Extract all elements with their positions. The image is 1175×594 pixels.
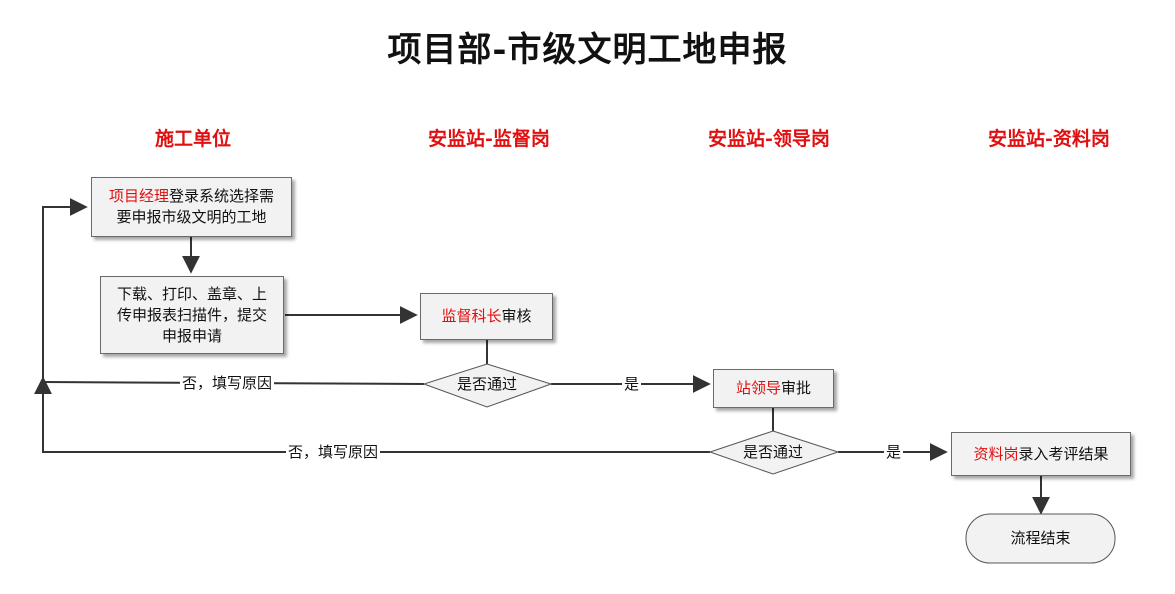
node-download: 下载、打印、盖章、上 传申报表扫描件，提交 申报申请 bbox=[100, 276, 284, 354]
node-login-role: 项目经理 bbox=[108, 187, 169, 205]
node-supervisor-review: 监督科长审核 bbox=[420, 293, 553, 340]
edge-label-accept2: 是 bbox=[884, 443, 904, 461]
node-download-line3: 申报申请 bbox=[161, 326, 222, 345]
decision2-diamond bbox=[708, 430, 840, 475]
end-terminator bbox=[965, 513, 1116, 564]
node-records-role: 资料岗 bbox=[973, 444, 1019, 463]
lane-supervision-post: 安监站-监督岗 bbox=[428, 128, 550, 150]
decision1-diamond bbox=[422, 363, 553, 408]
page-title: 项目部-市级文明工地申报 bbox=[387, 30, 788, 70]
edge-label-reject2: 否，填写原因 bbox=[286, 443, 381, 461]
node-login-text2: 要申报市级文明的工地 bbox=[116, 208, 267, 226]
node-records-entry: 资料岗录入考评结果 bbox=[951, 432, 1131, 476]
node-leader-text: 审批 bbox=[781, 379, 812, 397]
node-records-text: 录入考评结果 bbox=[1018, 444, 1109, 463]
node-review-text: 审核 bbox=[501, 307, 532, 325]
edge-label-reject1: 否，填写原因 bbox=[180, 374, 275, 392]
node-download-line2: 传申报表扫描件，提交 bbox=[116, 305, 267, 324]
node-leader-approve: 站领导审批 bbox=[713, 369, 834, 408]
lane-leader-post: 安监站-领导岗 bbox=[708, 128, 830, 150]
node-review-role: 监督科长 bbox=[441, 307, 502, 325]
node-leader-role: 站领导 bbox=[735, 379, 781, 397]
node-login-text1: 登录系统选择需 bbox=[169, 187, 275, 205]
lane-records-post: 安监站-资料岗 bbox=[988, 128, 1110, 150]
decision2-label: 是否通过 bbox=[742, 443, 803, 461]
decision1-label: 是否通过 bbox=[456, 375, 517, 393]
node-login: 项目经理登录系统选择需 要申报市级文明的工地 bbox=[91, 177, 292, 237]
node-download-line1: 下载、打印、盖章、上 bbox=[116, 284, 267, 303]
edge-label-accept1: 是 bbox=[622, 375, 642, 393]
lane-construction-unit: 施工单位 bbox=[155, 128, 232, 150]
end-label: 流程结束 bbox=[1010, 529, 1071, 547]
